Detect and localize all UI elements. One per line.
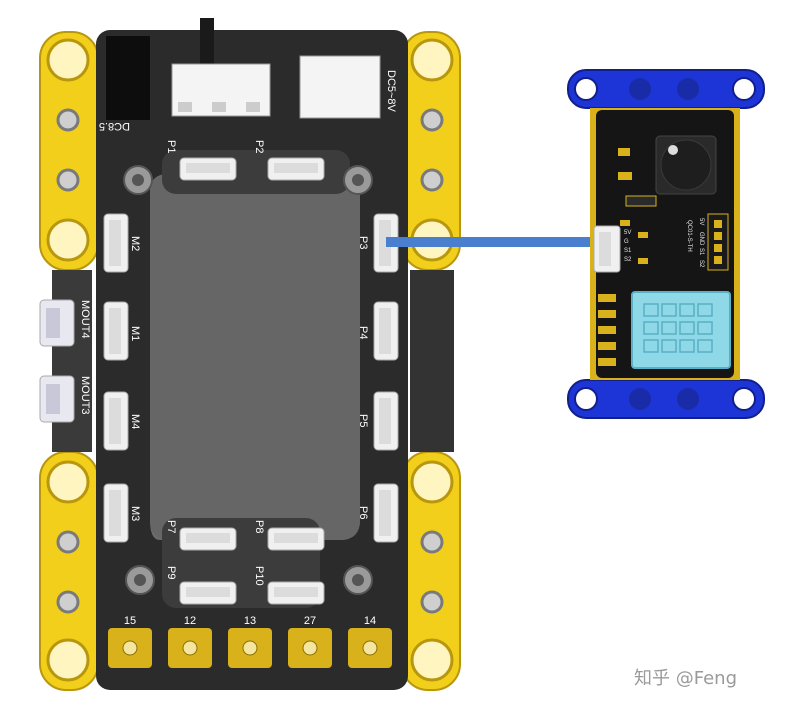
center-plate-surface xyxy=(150,174,360,540)
voltage-label: DC5~8V xyxy=(385,70,397,113)
motor-m4-label: M4 xyxy=(129,414,141,429)
mout3-label: MOUT3 xyxy=(79,376,91,415)
sensor-header-pins[interactable] xyxy=(707,213,729,271)
port-p2-label: P2 xyxy=(253,140,265,153)
port-p8-label: P8 xyxy=(253,520,265,533)
right-bracket xyxy=(401,31,461,691)
header-pin-label-1: GND xyxy=(698,232,704,246)
smd-components xyxy=(618,148,657,264)
bottom-pads xyxy=(108,628,392,668)
mout4-label: MOUT4 xyxy=(79,300,91,339)
motor-port-m2[interactable] xyxy=(103,213,129,273)
port-p7[interactable] xyxy=(179,527,237,551)
motor-port-m3[interactable] xyxy=(103,483,129,543)
board-screws xyxy=(123,165,373,595)
motor-output-mout4[interactable] xyxy=(39,299,75,347)
header-pin-label-0: 5V xyxy=(698,218,704,225)
port-p9[interactable] xyxy=(179,581,237,605)
pad-label-2: 13 xyxy=(244,615,256,627)
motor-m2-label: M2 xyxy=(129,236,141,251)
motor-m3-label: M3 xyxy=(129,506,141,521)
watermark: 知乎 @Feng xyxy=(634,668,737,689)
motor-port-m1[interactable] xyxy=(103,301,129,361)
port-p10-label: P10 xyxy=(253,566,265,586)
conn-pin-label-3: S2 xyxy=(624,257,632,263)
motor-m1-label: M1 xyxy=(129,326,141,341)
pad-label-1: 12 xyxy=(184,615,196,627)
usb-port[interactable] xyxy=(299,55,381,119)
motor-port-m4[interactable] xyxy=(103,391,129,451)
port-p4-label: P4 xyxy=(357,326,369,339)
port-p3-label: P3 xyxy=(357,236,369,249)
sensor-connector[interactable] xyxy=(593,225,621,273)
port-p10[interactable] xyxy=(267,581,325,605)
buzzer-component xyxy=(655,135,717,195)
sensor-model-label: QC01-S-TH xyxy=(686,220,692,252)
port-p1[interactable] xyxy=(179,157,237,181)
pad-label-0: 15 xyxy=(124,615,136,627)
port-p1-label: P1 xyxy=(165,140,177,153)
port-p7-label: P7 xyxy=(165,520,177,533)
conn-pin-label-1: G xyxy=(624,239,629,245)
temperature-humidity-sensor-window xyxy=(631,291,731,369)
port-p9-label: P9 xyxy=(165,566,177,579)
connection-cable xyxy=(386,237,598,247)
power-switch[interactable] xyxy=(171,18,271,117)
motor-output-mout3[interactable] xyxy=(39,375,75,423)
port-p5-label: P5 xyxy=(357,414,369,427)
header-pin-label-2: S1 xyxy=(698,248,704,256)
port-p2[interactable] xyxy=(267,157,325,181)
port-p6-label: P6 xyxy=(357,506,369,519)
sensor-gold-fingers xyxy=(598,294,616,366)
port-p4[interactable] xyxy=(373,301,399,361)
bracket-holes xyxy=(46,38,454,682)
conn-pin-label-2: S1 xyxy=(624,248,632,254)
pad-label-4: 14 xyxy=(364,615,376,627)
pad-label-3: 27 xyxy=(304,615,316,627)
conn-pin-label-0: 5V xyxy=(624,230,631,236)
power-jack-label: DC8.5 xyxy=(99,120,130,132)
header-pin-label-3: S2 xyxy=(698,260,704,268)
port-p5[interactable] xyxy=(373,391,399,451)
port-p6[interactable] xyxy=(373,483,399,543)
power-jack[interactable] xyxy=(106,36,150,120)
port-p8[interactable] xyxy=(267,527,325,551)
